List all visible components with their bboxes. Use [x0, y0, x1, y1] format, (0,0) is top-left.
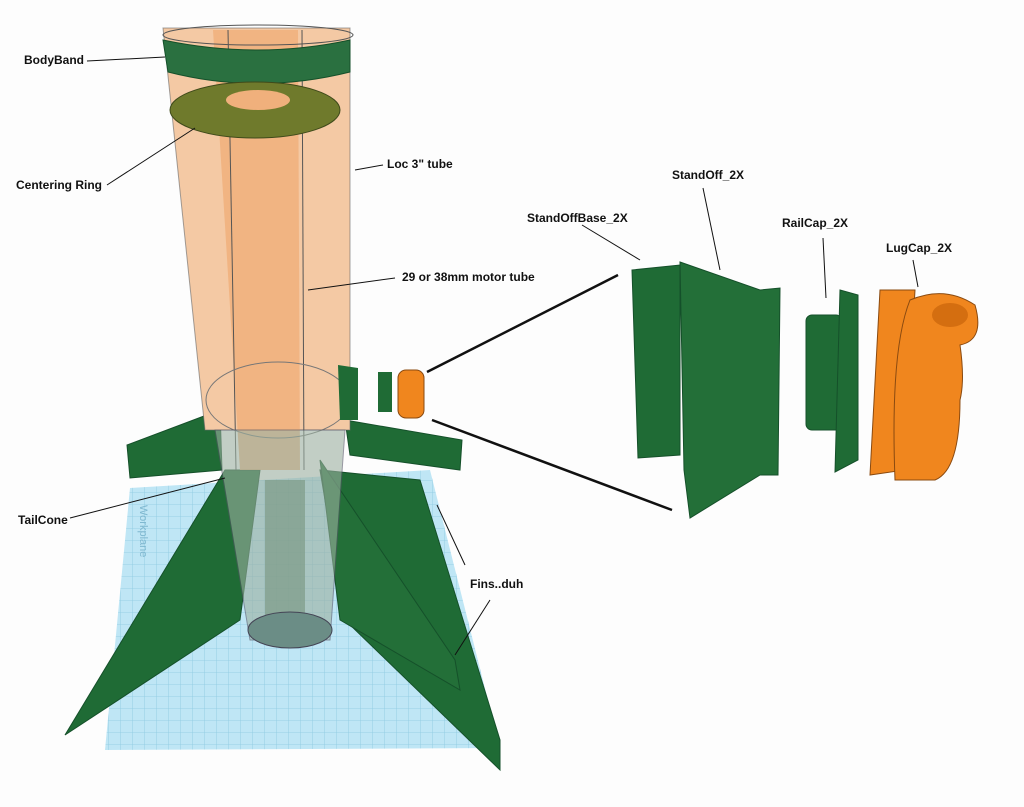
small-standoff-parts: [338, 365, 425, 420]
tail-cone: [205, 361, 351, 649]
workplane-label: Workplane: [137, 505, 149, 557]
label-lug-cap: LugCap_2X: [886, 241, 953, 255]
label-rail-cap: RailCap_2X: [782, 216, 849, 230]
label-tail-cone: TailCone: [18, 513, 68, 527]
centering-ring: [169, 81, 341, 139]
standoff-base: [631, 264, 681, 459]
label-standoff: StandOff_2X: [672, 168, 745, 182]
zoom-line-top: [426, 273, 619, 374]
standoff: [679, 261, 781, 519]
label-standoff-base: StandOffBase_2X: [527, 211, 628, 225]
zoom-line-bottom: [431, 418, 673, 512]
leader-lines: [69, 56, 919, 656]
label-centering-ring: Centering Ring: [16, 178, 102, 192]
body-band: [162, 39, 351, 84]
fins: [64, 409, 501, 772]
rail-cap: [805, 289, 859, 473]
label-motor-tube: 29 or 38mm motor tube: [402, 270, 535, 284]
label-fins: Fins..duh: [470, 577, 524, 591]
label-body-band: BodyBand: [24, 53, 84, 67]
lug-cap: [869, 289, 979, 481]
label-loc-tube: Loc 3" tube: [387, 157, 453, 171]
